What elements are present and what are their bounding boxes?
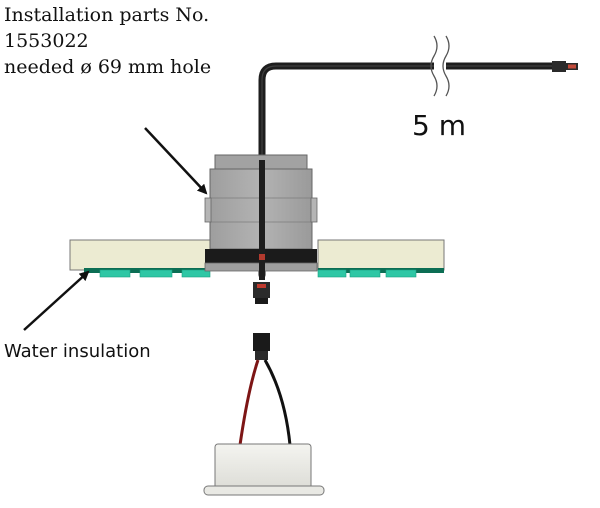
cable-end-connector bbox=[552, 61, 578, 72]
housing-arrow bbox=[144, 127, 208, 195]
hole-size-note: needed ø 69 mm hole bbox=[4, 56, 212, 78]
water-insulation-arrow bbox=[23, 270, 90, 331]
installation-parts-label: Installation parts No. bbox=[4, 4, 210, 26]
upper-plug bbox=[253, 282, 270, 304]
lamp-body bbox=[203, 443, 325, 496]
water-insulation-strips bbox=[84, 268, 444, 278]
cable-length-label: 5 m bbox=[412, 109, 466, 142]
housing-cable-seal bbox=[259, 254, 265, 260]
lower-plug bbox=[253, 333, 270, 360]
ceiling-panel bbox=[69, 239, 445, 271]
water-insulation-label: Water insulation bbox=[4, 341, 151, 362]
lamp-wires bbox=[238, 359, 292, 446]
part-number: 1553022 bbox=[4, 30, 89, 52]
supply-cable bbox=[258, 35, 578, 279]
cable-break-mark bbox=[430, 35, 450, 97]
